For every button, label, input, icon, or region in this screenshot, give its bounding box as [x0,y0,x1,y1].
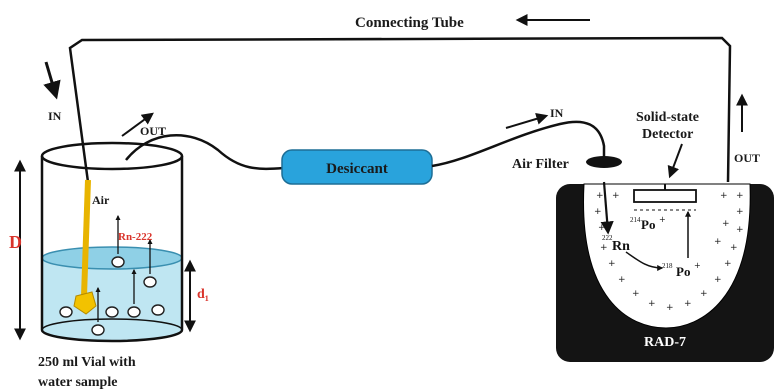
desiccant-label: Desiccant [326,161,388,177]
dimension-d1-label: d₁ [197,287,209,302]
svg-text:+: + [724,259,732,269]
svg-text:+: + [632,289,640,299]
po218-mass: 218 [662,262,673,270]
svg-text:+: + [736,207,744,217]
vial-rim [40,141,184,171]
bubble [105,306,119,318]
in-label-right: IN [550,106,564,120]
svg-text:+: + [594,207,602,217]
po214-mass: 214 [630,216,641,224]
dimension-d-label: D [9,232,22,252]
bubble [151,304,165,316]
svg-text:+: + [720,191,728,201]
svg-text:+: + [714,237,722,247]
out-label-right: OUT [734,151,760,165]
vial-caption-line2: water sample [38,375,117,390]
bubble [111,256,125,268]
svg-text:+: + [598,223,606,233]
in-arrow-right [505,113,549,129]
water-vial [40,141,184,343]
vial-bottom [40,329,184,343]
water-sample [42,258,182,341]
measurement-chamber [583,183,751,329]
bubble [59,306,73,318]
po218-charge: + [694,261,701,270]
in-label-left: IN [48,109,62,123]
po214-charge: + [659,215,666,224]
svg-text:+: + [666,303,674,313]
svg-text:+: + [608,259,616,269]
rn-mass: 222 [602,234,613,242]
svg-text:+: + [648,299,656,309]
chamber-charges: ++++ +++ ++ +++ ++ ++ ++ +++ [594,191,744,313]
air-diffuser [73,291,97,315]
air-inlet-tube [81,179,91,297]
solid-state-detector [633,189,697,203]
connecting-tube [68,36,732,183]
air-label: Air [92,193,110,207]
po218-symbol: Po [676,264,690,279]
air-filter [586,156,622,168]
rn-to-po-arrow [625,251,664,271]
svg-text:+: + [736,225,744,235]
detector-label-line2: Detector [642,127,693,142]
vial-caption-line1: 250 ml Vial with [38,355,136,370]
out-arrow-vial [121,112,154,137]
svg-text:+: + [684,299,692,309]
svg-text:+: + [722,219,730,229]
rn-flow-arrow [600,181,614,235]
vial-bottom-back [41,318,183,331]
desiccant-tube [281,149,433,185]
detector-label-line1: Solid-state [636,110,699,125]
detector-pointer [667,143,683,179]
vial-outlet-tube [125,134,285,171]
svg-text:+: + [618,275,626,285]
bubble [143,276,157,288]
svg-text:+: + [600,243,608,253]
in-arrow-left [43,61,61,100]
radon-bubbles [59,256,165,336]
svg-text:+: + [612,191,620,201]
water-surface [41,246,183,270]
desiccant-outlet-tube [431,120,606,168]
out-label-vial: OUT [140,124,166,138]
bubble [91,324,105,336]
svg-text:+: + [714,275,722,285]
svg-text:+: + [730,243,738,253]
po214-symbol: Po [641,217,655,232]
bubble [127,306,141,318]
air-filter-label: Air Filter [512,157,569,172]
svg-text:+: + [736,191,744,201]
svg-text:+: + [596,191,604,201]
rad7-label: RAD-7 [644,335,686,350]
rn-symbol: Rn [612,239,630,254]
rn222-label: Rn-222 [118,231,153,243]
connecting-tube-label: Connecting Tube [355,15,464,31]
svg-text:+: + [700,289,708,299]
